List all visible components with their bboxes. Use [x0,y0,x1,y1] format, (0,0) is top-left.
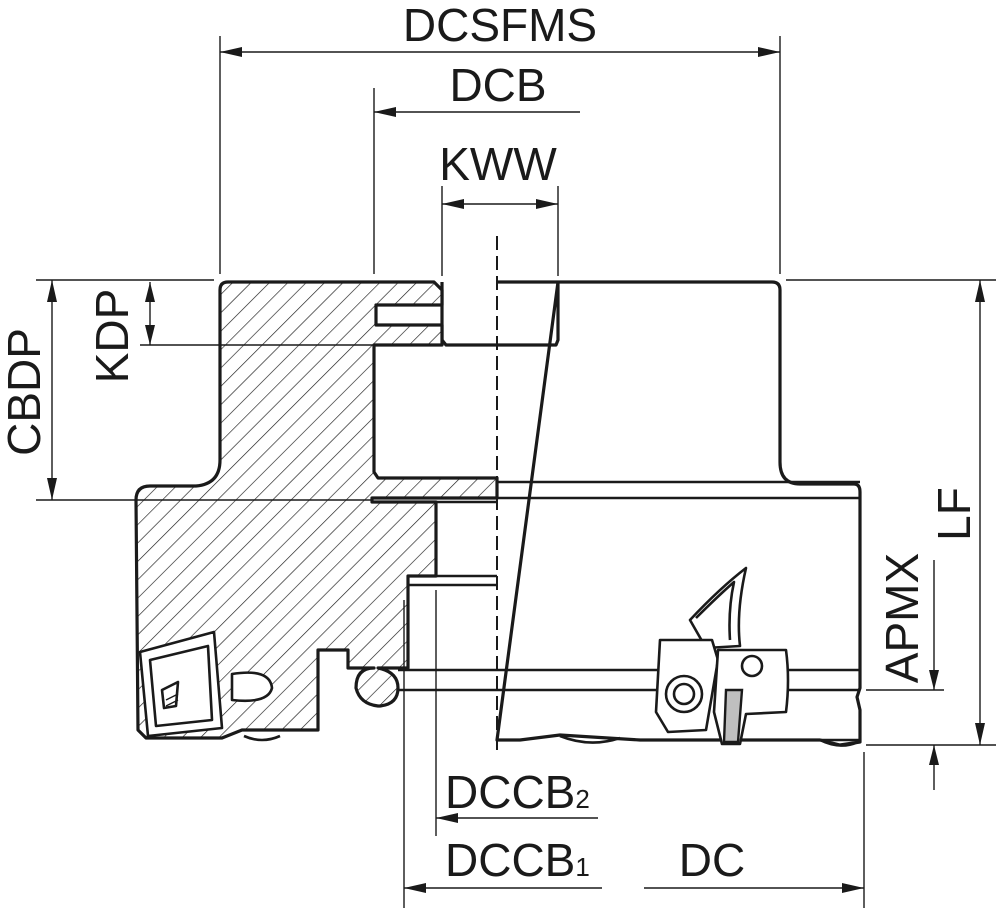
dim-cbdp: CBDP [0,279,372,501]
chip-pocket-1 [243,734,281,742]
label-kdp: KDP [86,289,138,384]
chip-pocket-3 [819,738,859,747]
label-dcb: DCB [449,59,546,111]
dim-dcsfms: DCSFMS [219,0,781,274]
label-dccb2: DCCB2 [445,766,590,818]
label-lf: LF [928,487,980,541]
dim-dccb1-dc: DCCB1 DC [403,600,865,908]
dim-dcb: DCB [373,59,580,274]
dim-kww: KWW [439,138,559,276]
hub-right-half [440,280,862,747]
dim-kdp: KDP [86,282,436,383]
label-kww: KWW [439,138,557,190]
right-insert [654,566,790,746]
label-apmx: APMX [876,553,928,683]
cutter-body [134,280,862,747]
dim-lf: LF [786,279,996,746]
chip-pocket-2 [559,734,621,744]
left-insert [138,630,274,738]
dim-dccb2: DCCB2 [435,590,598,836]
sectioned-half [134,280,499,740]
label-dcsfms: DCSFMS [403,0,597,51]
label-dccb1: DCCB1 [445,834,590,886]
label-dc: DC [679,834,745,886]
dim-apmx: APMX [866,553,944,790]
label-cbdp: CBDP [0,328,50,456]
